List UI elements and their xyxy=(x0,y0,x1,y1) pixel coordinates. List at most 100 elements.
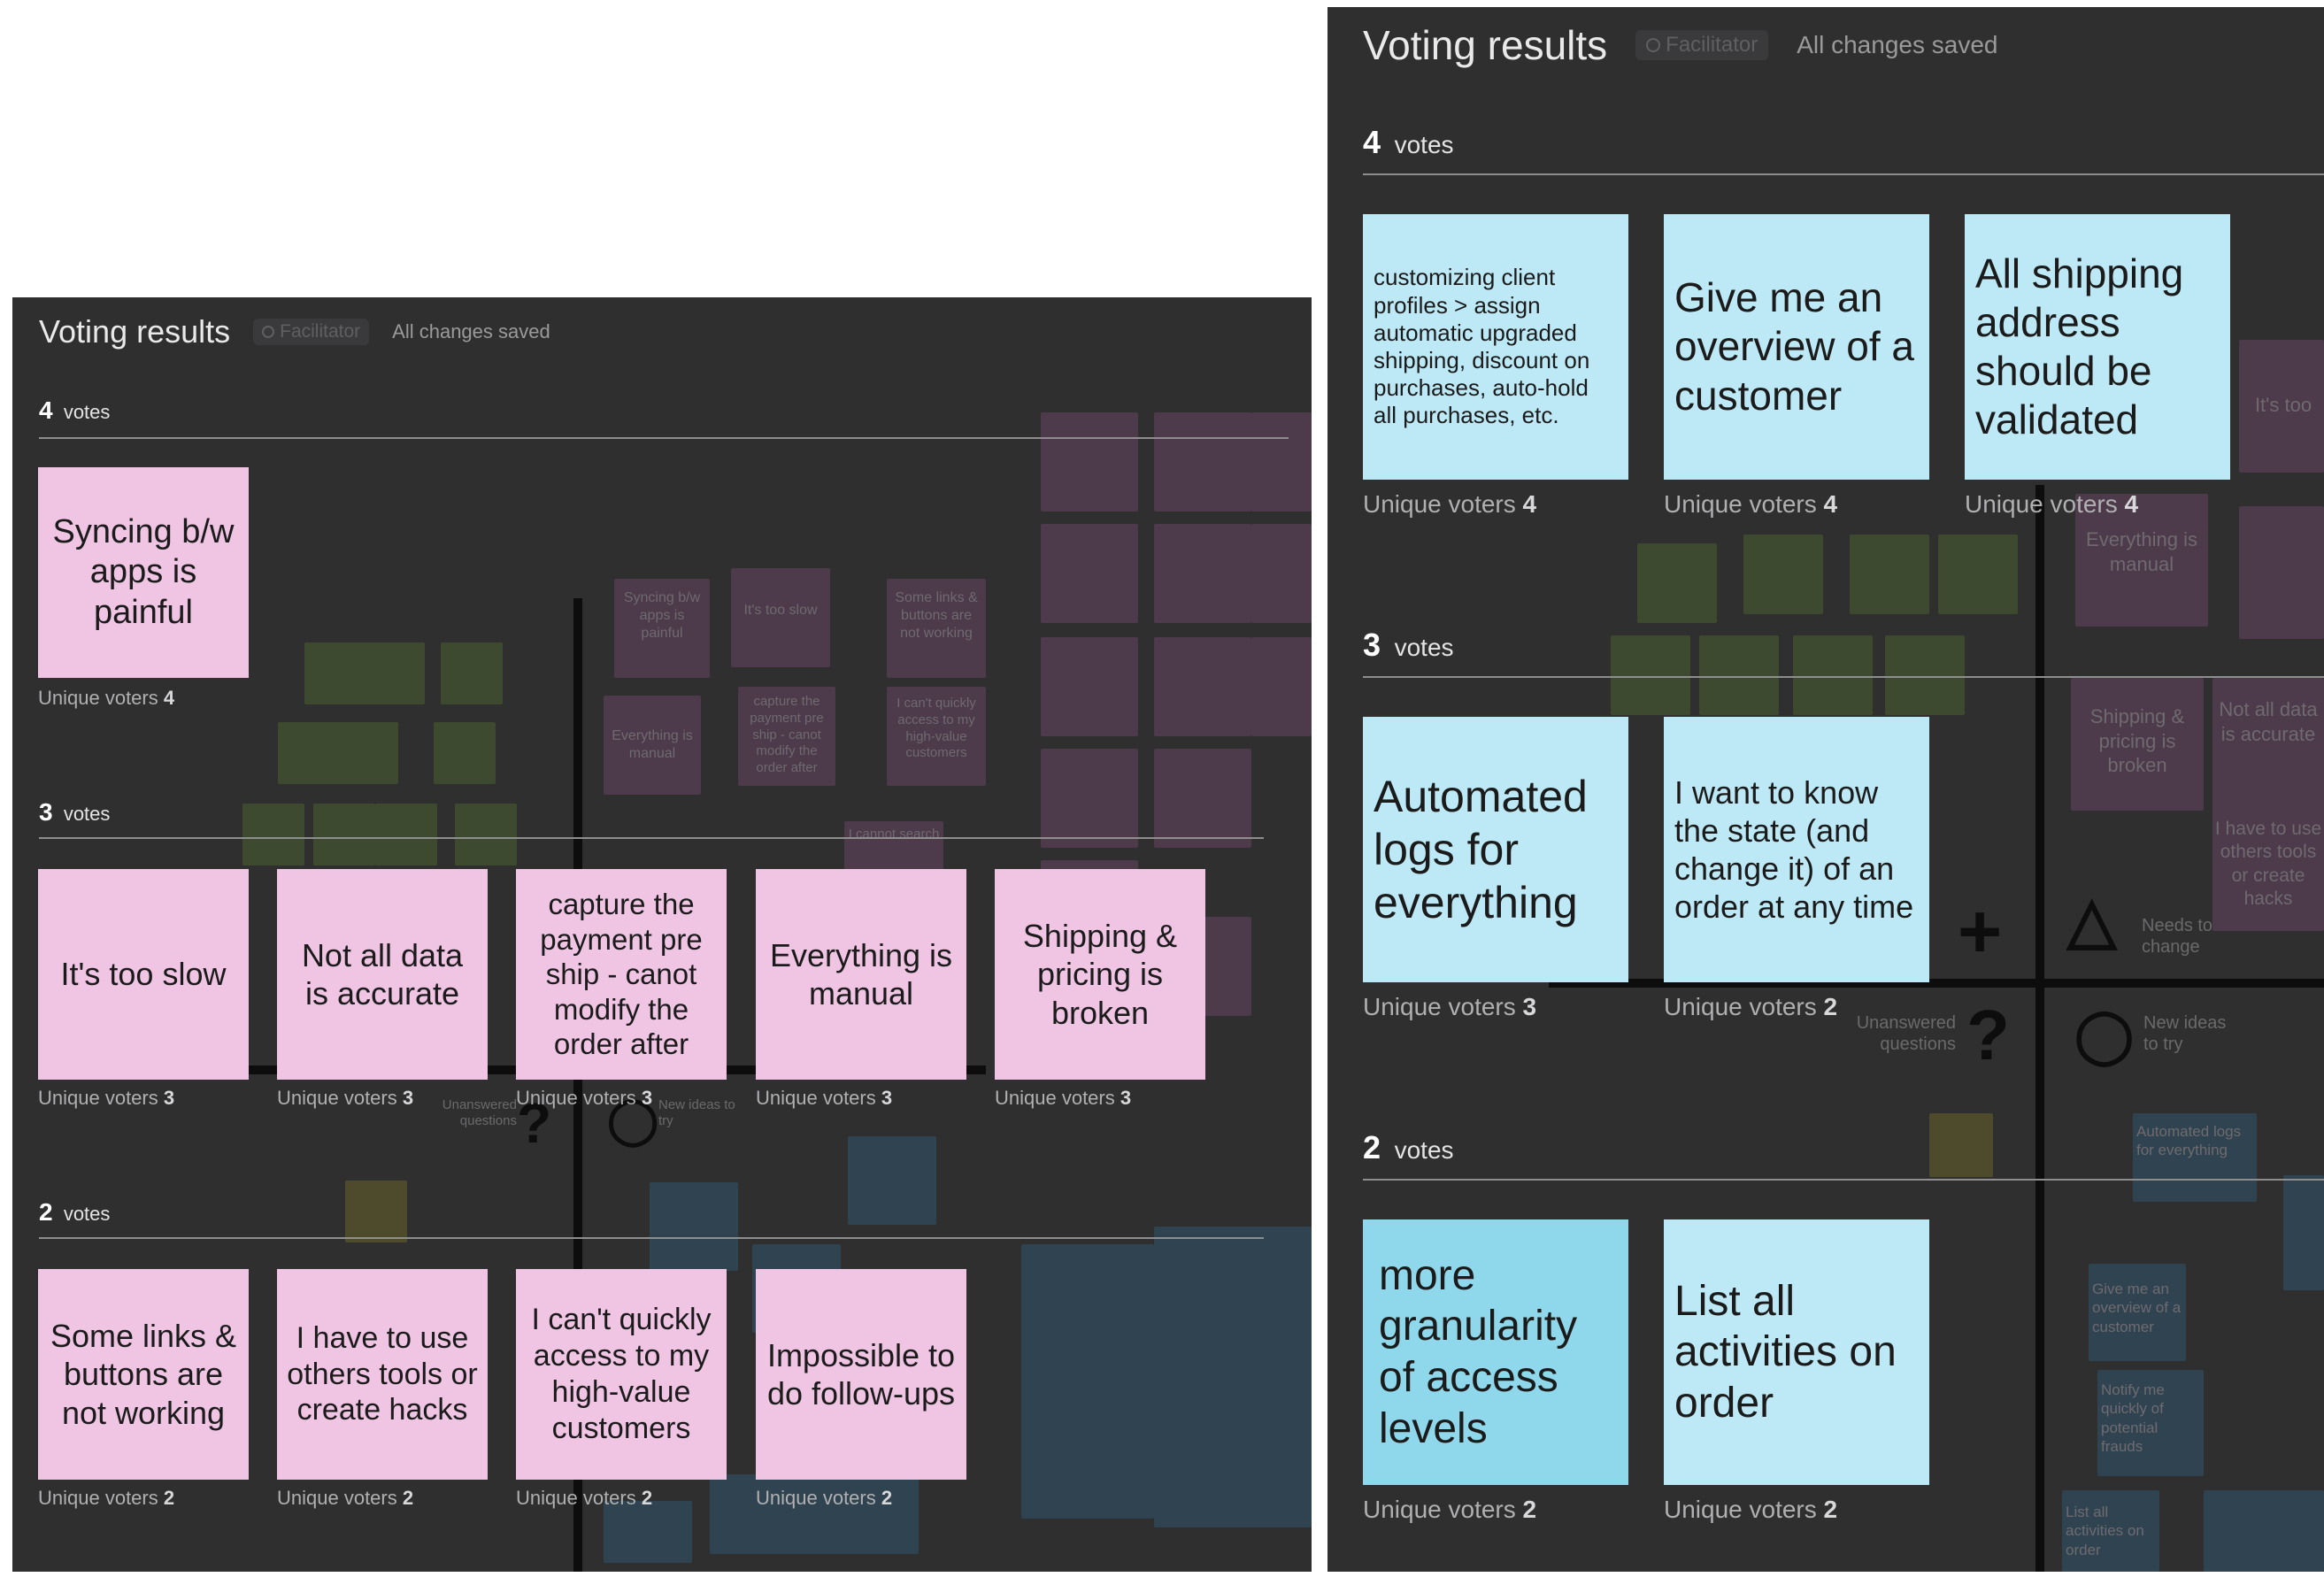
board-note xyxy=(1154,412,1251,512)
voting-results-panel-left: Syncing b/w apps is painful It's too slo… xyxy=(12,297,1312,1572)
board-note: Everything is manual xyxy=(604,696,701,795)
board-note xyxy=(313,804,375,865)
unique-voters-count: 3 xyxy=(881,1087,893,1109)
unique-voters: Unique voters 2 xyxy=(756,1487,892,1510)
unique-voters-label: Unique voters xyxy=(1363,1496,1516,1523)
board-note xyxy=(1611,635,1690,715)
new-ideas-label: New ideas to try xyxy=(658,1097,735,1128)
unique-voters-label: Unique voters xyxy=(1363,490,1516,518)
board-note: Syncing b/w apps is painful xyxy=(614,579,710,678)
board-note xyxy=(434,722,496,784)
votes-word: votes xyxy=(1394,634,1454,661)
sticky-note[interactable]: Everything is manual xyxy=(756,869,966,1080)
question-mark-icon: ? xyxy=(1966,996,2010,1074)
unique-voters: Unique voters 2 xyxy=(38,1487,174,1510)
board-note xyxy=(375,804,437,865)
board-note xyxy=(441,642,503,704)
board-note-text: I cannot search xyxy=(848,827,940,842)
sticky-note[interactable]: Not all data is accurate xyxy=(277,869,488,1080)
facilitator-icon xyxy=(1646,38,1661,52)
votes-word: votes xyxy=(63,1203,111,1225)
unique-voters-count: 3 xyxy=(1522,993,1537,1020)
sticky-note[interactable]: Syncing b/w apps is painful xyxy=(38,467,249,678)
facilitator-badge[interactable]: Facilitator xyxy=(253,319,370,345)
unique-voters-count: 3 xyxy=(1120,1087,1132,1109)
unique-voters: Unique voters 4 xyxy=(38,687,174,710)
board-note xyxy=(848,1136,936,1225)
unique-voters-label: Unique voters xyxy=(277,1087,397,1109)
board-note: It's too xyxy=(2239,340,2324,473)
board-note-text: Not all data is accurate xyxy=(2219,698,2318,745)
board-note xyxy=(1041,412,1138,512)
board-note: Shipping & pricing is broken xyxy=(2071,678,2204,811)
votes-group-header: 2 votes xyxy=(39,1198,110,1227)
unique-voters-label: Unique voters xyxy=(38,1087,158,1109)
unique-voters: Unique voters 4 xyxy=(1363,490,1536,519)
sticky-note[interactable]: capture the payment pre ship - canot mod… xyxy=(516,869,727,1080)
lightbulb-icon: ◯ xyxy=(607,1095,659,1146)
votes-count: 4 xyxy=(1363,124,1381,160)
sticky-note[interactable]: I have to use others tools or create hac… xyxy=(277,1269,488,1480)
group-divider xyxy=(1363,173,2324,175)
sticky-note[interactable]: Some links & buttons are not working xyxy=(38,1269,249,1480)
board-note xyxy=(1850,535,1929,614)
sticky-note-text: Impossible to do follow-ups xyxy=(766,1336,956,1412)
board-note xyxy=(336,722,398,784)
unique-voters-label: Unique voters xyxy=(756,1087,876,1109)
board-note xyxy=(1041,637,1138,736)
unique-voters-count: 2 xyxy=(1522,1496,1537,1523)
board-note xyxy=(242,804,304,865)
unique-voters-count: 3 xyxy=(641,1087,653,1109)
unique-voters: Unique voters 2 xyxy=(1664,1496,1837,1524)
sticky-note-text: List all activities on order xyxy=(1674,1277,1897,1427)
sticky-note[interactable]: Automated logs for everything xyxy=(1363,717,1628,982)
board-note-text: Syncing b/w apps is painful xyxy=(623,590,701,641)
board-note xyxy=(1154,749,1251,848)
sticky-note[interactable]: I can't quickly access to my high-value … xyxy=(516,1269,727,1480)
unique-voters-label: Unique voters xyxy=(277,1487,397,1509)
sticky-note[interactable]: customizing client profiles > assign aut… xyxy=(1363,214,1628,480)
sticky-note[interactable]: Give me an overview of a customer xyxy=(1664,214,1929,480)
sticky-note[interactable]: All shipping address should be validated xyxy=(1965,214,2230,480)
facilitator-badge[interactable]: Facilitator xyxy=(1635,30,1769,60)
board-note xyxy=(1699,635,1779,715)
group-divider xyxy=(39,437,1289,439)
sticky-note[interactable]: I want to know the state (and change it)… xyxy=(1664,717,1929,982)
votes-word: votes xyxy=(63,803,111,825)
unique-voters-count: 2 xyxy=(1823,993,1838,1020)
needs-to-change-label: Needs to change xyxy=(2142,916,2213,957)
board-note-text: I have to use others tools or create hac… xyxy=(2214,819,2322,909)
unique-voters: Unique voters 3 xyxy=(995,1087,1131,1110)
group-divider xyxy=(39,837,1264,839)
board-note-text: I can't quickly access to my high-value … xyxy=(897,696,976,761)
board-axis-horizontal xyxy=(1549,979,2324,988)
sticky-note[interactable]: Shipping & pricing is broken xyxy=(995,869,1205,1080)
sticky-note[interactable]: Impossible to do follow-ups xyxy=(756,1269,966,1480)
board-note: List all activities on order xyxy=(2062,1490,2159,1572)
sticky-note[interactable]: List all activities on order xyxy=(1664,1219,1929,1485)
unique-voters: Unique voters 4 xyxy=(1664,490,1837,519)
board-note xyxy=(1929,1113,1993,1177)
sticky-note-text: Syncing b/w apps is painful xyxy=(52,512,235,631)
votes-count: 4 xyxy=(39,396,53,424)
votes-word: votes xyxy=(1394,1136,1454,1164)
unique-voters: Unique voters 4 xyxy=(1965,490,2138,519)
unanswered-questions-label: Unanswered questions xyxy=(1856,1013,1956,1054)
votes-group-header: 2 votes xyxy=(1363,1129,1454,1166)
unique-voters: Unique voters 2 xyxy=(516,1487,652,1510)
unanswered-questions-label: Unanswered questions xyxy=(442,1097,517,1128)
board-note-text: Everything is manual xyxy=(612,728,693,761)
sticky-note[interactable]: It's too slow xyxy=(38,869,249,1080)
board-note xyxy=(1021,1244,1154,1519)
votes-word: votes xyxy=(1394,131,1454,158)
board-note: Some links & buttons are not working xyxy=(887,579,986,678)
unique-voters: Unique voters 2 xyxy=(1363,1496,1536,1524)
board-note xyxy=(1793,635,1873,715)
sticky-note-text: Everything is manual xyxy=(769,936,953,1012)
sticky-note-text: Some links & buttons are not working xyxy=(50,1318,237,1431)
board-note xyxy=(1269,1227,1312,1527)
sticky-note[interactable]: more granularity of access levels xyxy=(1363,1219,1628,1485)
board-note xyxy=(1637,543,1717,623)
header: Voting results Facilitator All changes s… xyxy=(39,313,550,350)
save-status: All changes saved xyxy=(392,320,550,342)
